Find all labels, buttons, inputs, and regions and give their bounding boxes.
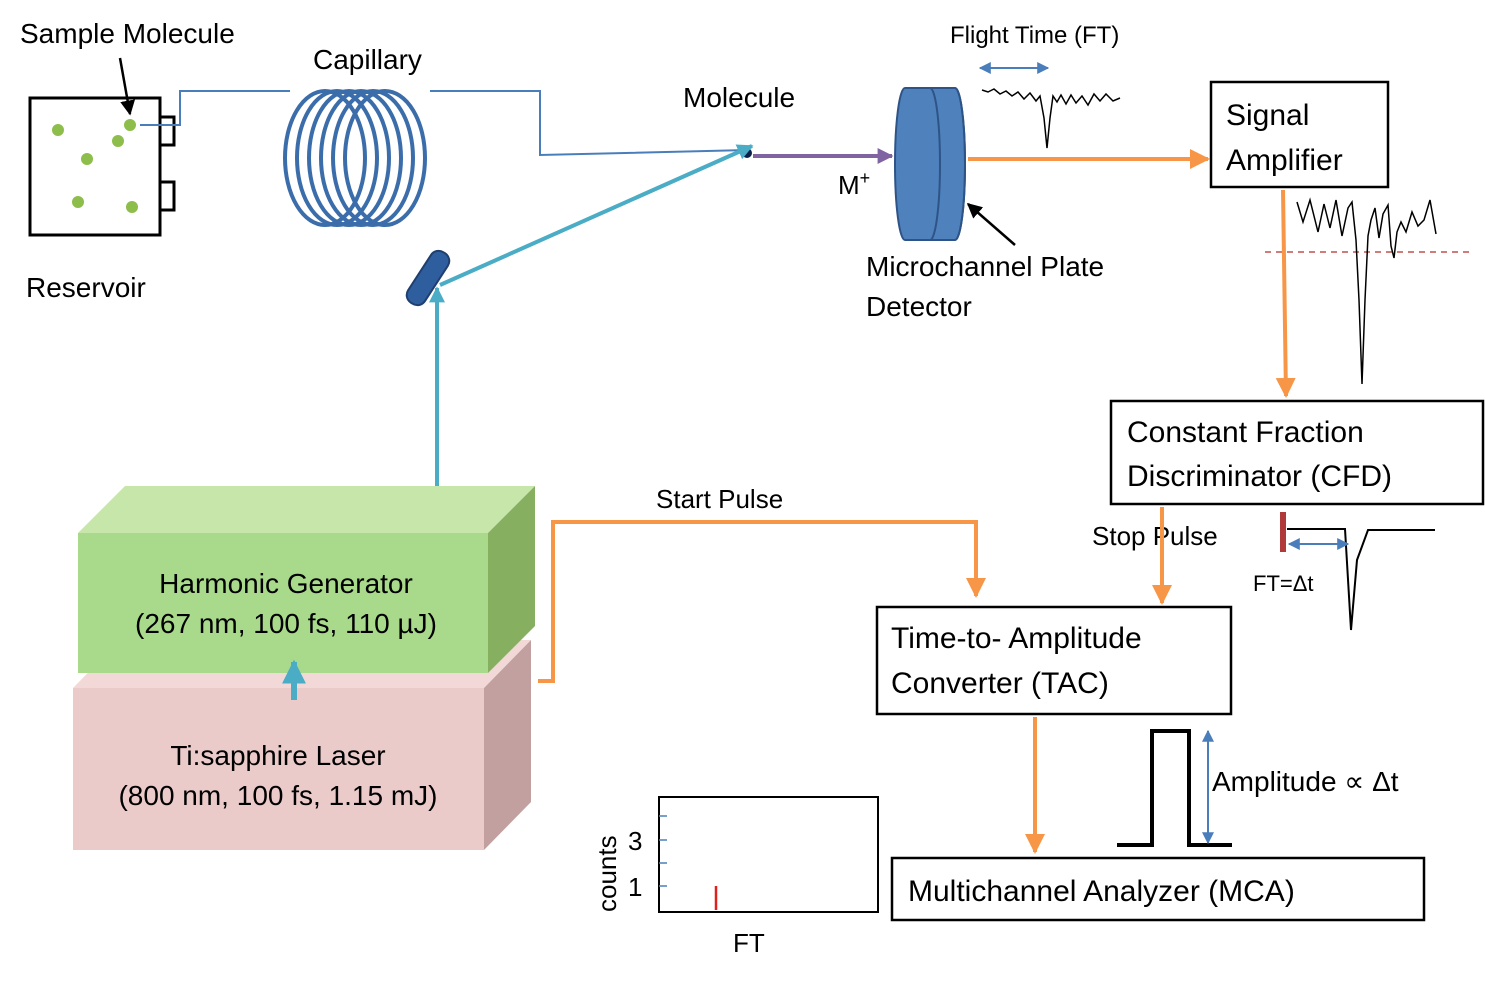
reservoir-label: Reservoir (26, 272, 146, 303)
harmonic-line1: Harmonic Generator (159, 568, 413, 599)
amplitude-label: Amplitude ∝ Δt (1212, 766, 1399, 797)
reservoir (28, 96, 176, 237)
cfd-line1: Constant Fraction (1127, 416, 1364, 449)
cfd-box (1109, 399, 1485, 506)
signal-amplifier-line1: Signal (1226, 99, 1309, 132)
detector-waveform (981, 88, 1121, 149)
signal-amplifier-box (1209, 80, 1390, 189)
tac-line1: Time-to- Amplitude (891, 622, 1142, 655)
histogram-ylabel: counts (592, 835, 622, 912)
tac-line2: Converter (TAC) (891, 667, 1109, 700)
cfd-line2: Discriminator (CFD) (1127, 460, 1392, 493)
microchannel-plate-detector (894, 87, 966, 241)
sample-molecule-dot (112, 135, 124, 147)
sample-molecule-dot (72, 196, 84, 208)
start-marker (1280, 512, 1286, 552)
histogram-frame (658, 796, 879, 913)
cfd-output-pulse (1287, 528, 1435, 631)
harmonic-generator-block (78, 486, 535, 673)
flight-time-label: Flight Time (FT) (950, 22, 1119, 49)
signal-amplifier-line2: Amplifier (1226, 144, 1343, 177)
mcp-pointer (966, 203, 1016, 246)
tac-box (875, 605, 1233, 716)
amplified-waveform (1296, 197, 1437, 385)
ft-delta-label: FT=Δt (1253, 571, 1314, 596)
mca-label: Multichannel Analyzer (MCA) (908, 875, 1295, 908)
capillary-tube (140, 90, 749, 157)
amplifier-to-cfd-arrow (1275, 189, 1296, 398)
capillary-coil (283, 89, 427, 227)
sample-molecule-label: Sample Molecule (20, 18, 235, 49)
stop-pulse-label: Stop Pulse (1092, 521, 1218, 551)
start-pulse-label: Start Pulse (656, 484, 783, 514)
mcp-label-line1: Microchannel Plate (866, 251, 1104, 282)
capillary-label: Capillary (313, 44, 422, 75)
histogram-ytick-1: 1 (628, 872, 642, 902)
sample-molecule-pointer (118, 57, 136, 116)
mca-box (890, 856, 1426, 922)
laser-line1: Ti:sapphire Laser (170, 740, 385, 771)
mirror (405, 249, 451, 307)
histogram-xlabel: FT (733, 928, 765, 958)
molecule-label: Molecule (683, 82, 795, 113)
laser-beam-diagonal (439, 144, 754, 287)
laser-line2: (800 nm, 100 fs, 1.15 mJ) (118, 780, 437, 811)
ion-label: M+ (838, 168, 870, 200)
start-pulse-line (538, 520, 986, 683)
sample-molecule-dot (52, 124, 64, 136)
sample-molecule-dot (81, 153, 93, 165)
sample-molecule-dot (124, 119, 136, 131)
harmonic-line2: (267 nm, 100 fs, 110 µJ) (135, 608, 437, 639)
sample-molecule-dot (126, 201, 138, 213)
mcp-label-line2: Detector (866, 291, 972, 322)
tac-output-pulse (1117, 729, 1232, 847)
histogram-ytick-3: 3 (628, 826, 642, 856)
